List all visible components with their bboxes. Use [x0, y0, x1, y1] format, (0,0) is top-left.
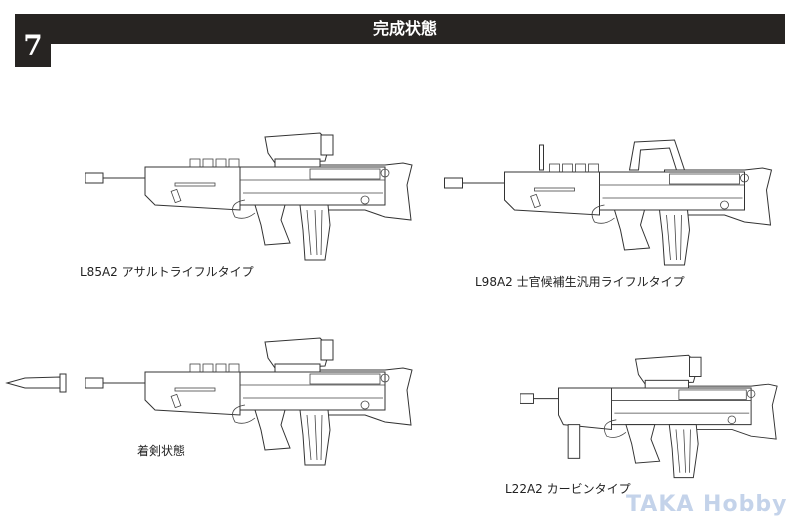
header-bar: [15, 14, 785, 44]
figure-label-l22a2: L22A2 カービンタイプ: [505, 482, 631, 496]
watermark: TAKA Hobby: [626, 492, 788, 517]
step-number: 7: [23, 29, 43, 62]
figure-label-l85a2: L85A2 アサルトライフルタイプ: [80, 265, 254, 279]
rifle-l85a2-illustration: [85, 132, 413, 261]
bayonet-illustration: [5, 373, 67, 393]
figure-label-l98a2: L98A2 士官候補生汎用ライフルタイプ: [475, 275, 685, 289]
rifle-bayonet-fixed-illustration: [85, 337, 413, 466]
page-title: 完成状態: [372, 19, 437, 38]
rifle-l22a2-illustration: [520, 354, 778, 479]
step-number-box: [15, 14, 51, 67]
figure-label-bayonet: 着剣状態: [137, 444, 186, 458]
rifle-l98a2-illustration: [444, 139, 772, 266]
